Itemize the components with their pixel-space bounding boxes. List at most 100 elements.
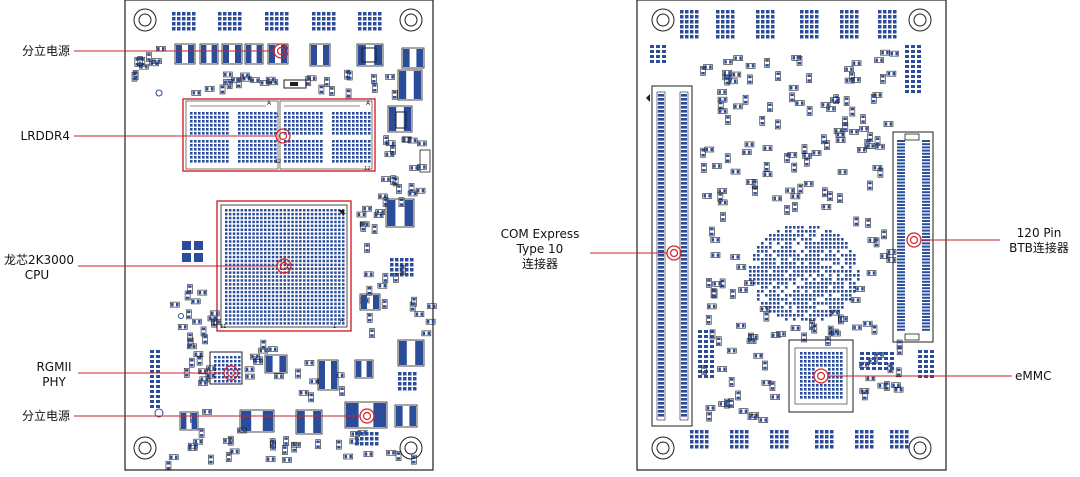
silk-mem-row1: 1	[276, 113, 279, 119]
silk-mem-a2: A	[366, 100, 371, 107]
label-emmc: eMMC	[1015, 369, 1052, 383]
right-board-bottom-view	[636, 0, 947, 471]
btb-connector-outline	[892, 131, 934, 343]
power-ic-body	[361, 47, 377, 63]
btb-pins-a	[897, 140, 905, 331]
via	[155, 89, 163, 97]
power-module-chip	[398, 372, 417, 391]
emmc-ball-grid	[800, 352, 843, 399]
marker-com-express	[666, 245, 682, 261]
back-top-chip-0	[680, 10, 699, 39]
mount-hole-bl	[133, 436, 157, 460]
power-inductor	[239, 409, 275, 433]
phy-magnetics	[317, 359, 339, 391]
left-board-outline	[124, 0, 434, 471]
marker-emmc	[813, 368, 829, 384]
silk-mem-row12a: 12	[275, 159, 281, 165]
top-chip-3	[312, 12, 336, 31]
passives-top	[191, 71, 279, 96]
passives-cpu-left	[169, 284, 221, 348]
silk-mem-row12b: 12	[364, 166, 370, 172]
marker-discrete-power-top	[273, 43, 289, 59]
label-rgmii-phy: RGMII PHY	[36, 360, 72, 389]
power-module	[397, 339, 425, 367]
btb-key-bottom	[904, 333, 920, 341]
com-express-pins-a	[658, 94, 664, 417]
switch-knob	[290, 82, 298, 86]
marker-cpu	[276, 258, 292, 274]
cpu-pin1-marker	[338, 210, 344, 216]
silk-mem-a1: A	[267, 100, 272, 107]
power-inductor	[295, 409, 323, 435]
lrddr4-chip-right	[279, 100, 373, 170]
label-discrete-power-bottom: 分立电源	[21, 409, 70, 423]
switch	[283, 79, 307, 89]
back-top-chip-3	[800, 10, 819, 39]
mount-hole-bl	[651, 436, 675, 460]
back-bottom-chip-4	[855, 430, 874, 449]
bottom-chip	[355, 432, 379, 446]
back-top-chip-2	[756, 10, 775, 39]
phy-chip	[209, 351, 243, 385]
label-btb-connector: 120 Pin BTB连接器	[1009, 226, 1069, 255]
mem-regulator	[387, 105, 413, 133]
passives-mid	[305, 69, 398, 100]
back-top-chip-1	[716, 10, 735, 39]
decoupling-cluster	[182, 241, 203, 262]
marker-btb	[906, 232, 922, 248]
back-bottom-chip-0	[690, 430, 709, 449]
passives-cpu-right-lower	[359, 265, 437, 338]
label-lrddr4: LRDDR4	[20, 129, 70, 143]
via	[154, 408, 164, 418]
com-express-pins-b	[681, 94, 687, 417]
back-top-chip-4	[840, 10, 859, 39]
power-inductor	[309, 43, 331, 67]
marker-discrete-power-bottom	[359, 408, 375, 424]
silk-cpu-31: 31	[220, 324, 226, 330]
power-inductor	[221, 43, 243, 65]
mount-hole-tr	[908, 8, 932, 32]
mount-hole-tl	[651, 8, 675, 32]
back-left-top-pads	[650, 45, 666, 63]
marker-lrddr4	[275, 128, 291, 144]
label-com-express: COM Express Type 10 连接器	[500, 227, 580, 271]
silk-cpu-1: 1	[333, 324, 336, 330]
back-bottom-chip-2	[770, 430, 789, 449]
back-passives-right-mid	[850, 216, 897, 335]
connector-pins	[150, 350, 160, 408]
com-express-pin1	[646, 94, 650, 102]
marker-phy	[223, 365, 239, 381]
power-inductor	[179, 411, 199, 431]
silkscreen-text: A A 1 12 12 AL A 31 1	[220, 100, 371, 330]
passives-phy	[244, 339, 345, 403]
back-passives-top	[700, 49, 900, 135]
regulator	[397, 69, 423, 101]
mount-hole-tl	[133, 8, 157, 32]
com-express-row-a	[656, 91, 666, 421]
passives-cpu-right	[356, 205, 386, 253]
top-chip-2	[265, 12, 289, 31]
phy-side-ic	[264, 354, 288, 374]
power-inductor	[174, 43, 196, 65]
back-bottom-chip-1	[730, 430, 749, 449]
mount-hole-br	[399, 436, 423, 460]
back-bottom-chip-3	[815, 430, 834, 449]
left-board-top-view	[124, 0, 437, 471]
mount-hole-br	[908, 436, 932, 460]
back-top-chip-5	[878, 10, 897, 39]
label-discrete-power-top: 分立电源	[21, 44, 70, 58]
back-bottom-chip-5	[890, 430, 909, 449]
silk-cpu-al: AL	[340, 210, 346, 216]
back-passives-left-mid	[705, 212, 754, 340]
back-lower-right-pads	[860, 352, 894, 370]
power-inductor	[394, 404, 418, 428]
via	[178, 313, 184, 319]
passives-below-mem	[378, 175, 426, 207]
btb-key-top	[904, 133, 920, 141]
cpu-side-ic	[385, 198, 415, 228]
top-chip-1	[218, 12, 242, 31]
phy-side-ic	[354, 359, 374, 379]
callout-leaders	[74, 43, 1012, 424]
